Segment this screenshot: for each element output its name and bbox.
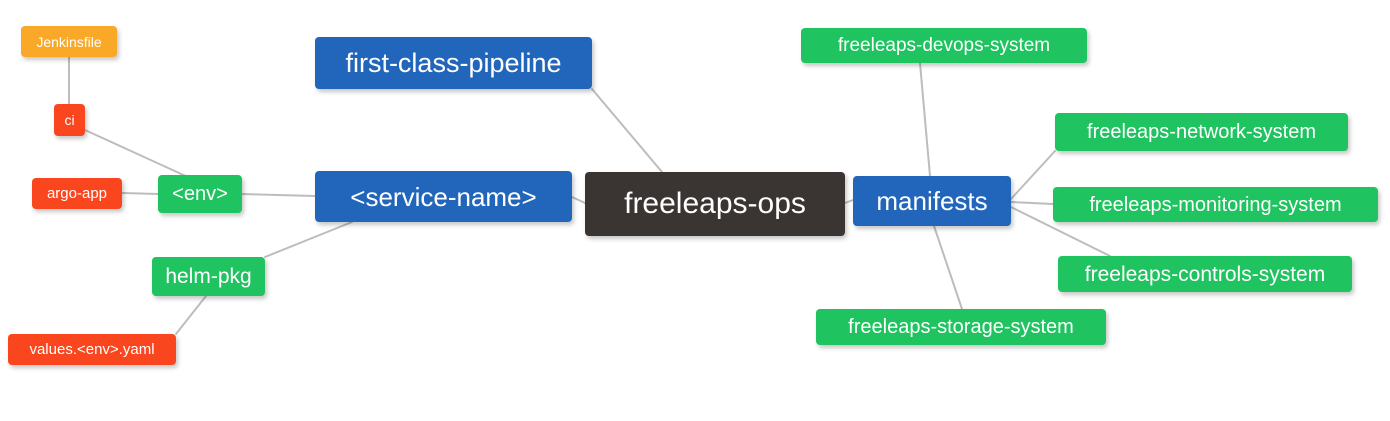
node-values-env-yaml[interactable]: values.<env>.yaml (8, 334, 176, 365)
node-label-freeleaps-controls-system: freeleaps-controls-system (1084, 262, 1326, 286)
node-label-ci: ci (64, 112, 75, 128)
node-jenkinsfile[interactable]: Jenkinsfile (21, 26, 117, 57)
node-label-freeleaps-storage-system: freeleaps-storage-system (848, 316, 1074, 338)
node-freeleaps-monitoring-system[interactable]: freeleaps-monitoring-system (1053, 187, 1378, 222)
node-label-jenkinsfile: Jenkinsfile (36, 33, 102, 50)
node-service-name[interactable]: <service-name> (315, 171, 572, 222)
node-label-env: <env> (172, 183, 228, 205)
node-freeleaps-ops[interactable]: freeleaps-ops (585, 172, 845, 236)
node-helm-pkg[interactable]: helm-pkg (152, 257, 265, 296)
node-first-class-pipeline[interactable]: first-class-pipeline (315, 37, 592, 89)
edge-freeleaps-ops-to-first-class-pipeline (591, 88, 663, 173)
edge-manifests-to-freeleaps-network-system (1010, 150, 1056, 200)
node-freeleaps-controls-system[interactable]: freeleaps-controls-system (1058, 256, 1352, 292)
node-manifests[interactable]: manifests (853, 176, 1011, 226)
node-freeleaps-storage-system[interactable]: freeleaps-storage-system (816, 309, 1106, 345)
node-label-values-env-yaml: values.<env>.yaml (29, 341, 155, 358)
node-freeleaps-network-system[interactable]: freeleaps-network-system (1055, 113, 1348, 151)
edge-helm-pkg-to-values-env-yaml (175, 295, 207, 335)
edge-freeleaps-ops-to-manifests (844, 199, 854, 204)
edge-env-to-argo-app (121, 192, 159, 195)
node-freeleaps-devops-system[interactable]: freeleaps-devops-system (801, 28, 1087, 63)
node-label-freeleaps-ops: freeleaps-ops (624, 187, 806, 220)
edge-service-name-to-helm-pkg (264, 221, 353, 258)
edge-env-to-ci (84, 129, 191, 179)
node-argo-app[interactable]: argo-app (32, 178, 122, 209)
node-label-freeleaps-network-system: freeleaps-network-system (1087, 121, 1316, 143)
node-label-first-class-pipeline: first-class-pipeline (345, 47, 562, 78)
node-label-service-name: <service-name> (350, 181, 537, 212)
edge-manifests-to-freeleaps-devops-system (919, 62, 931, 177)
edge-freeleaps-ops-to-service-name (571, 196, 586, 204)
node-label-argo-app: argo-app (46, 185, 108, 202)
edge-service-name-to-env (241, 193, 316, 197)
node-label-helm-pkg: helm-pkg (165, 265, 252, 288)
node-label-freeleaps-monitoring-system: freeleaps-monitoring-system (1089, 193, 1342, 216)
node-env[interactable]: <env> (158, 175, 242, 213)
node-label-freeleaps-devops-system: freeleaps-devops-system (837, 35, 1051, 56)
node-ci[interactable]: ci (54, 104, 85, 136)
edge-manifests-to-freeleaps-monitoring-system (1010, 201, 1054, 205)
node-label-manifests: manifests (876, 186, 988, 216)
edge-manifests-to-freeleaps-storage-system (933, 225, 963, 310)
